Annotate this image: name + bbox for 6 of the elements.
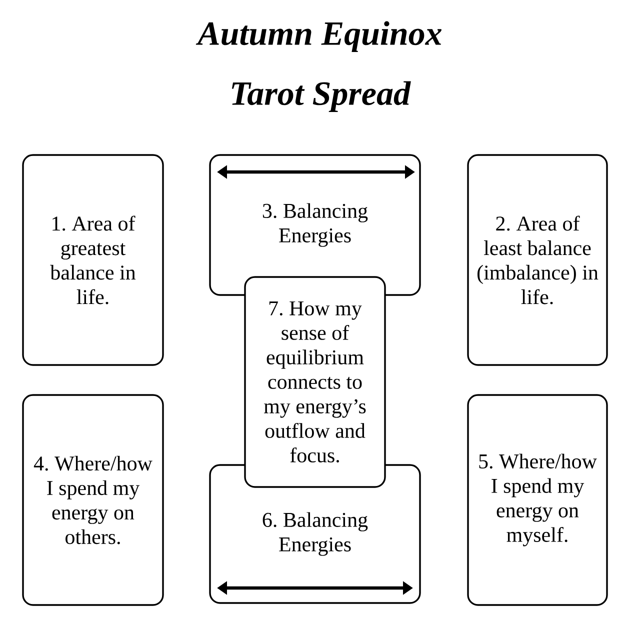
card: 2. Area of least balance (imbalance) in life. bbox=[467, 154, 608, 366]
card: 4. Where/how I spend my energy on others. bbox=[22, 394, 164, 606]
card: 5. Where/how I spend my energy on myself. bbox=[467, 394, 608, 606]
title: Autumn Equinox Tarot Spread bbox=[196, 21, 442, 112]
card: 7. How my sense of equilibrium connects to my energy’s outflow and focus. bbox=[244, 276, 386, 488]
card: 1. Area of greatest balance in life. bbox=[22, 154, 164, 366]
